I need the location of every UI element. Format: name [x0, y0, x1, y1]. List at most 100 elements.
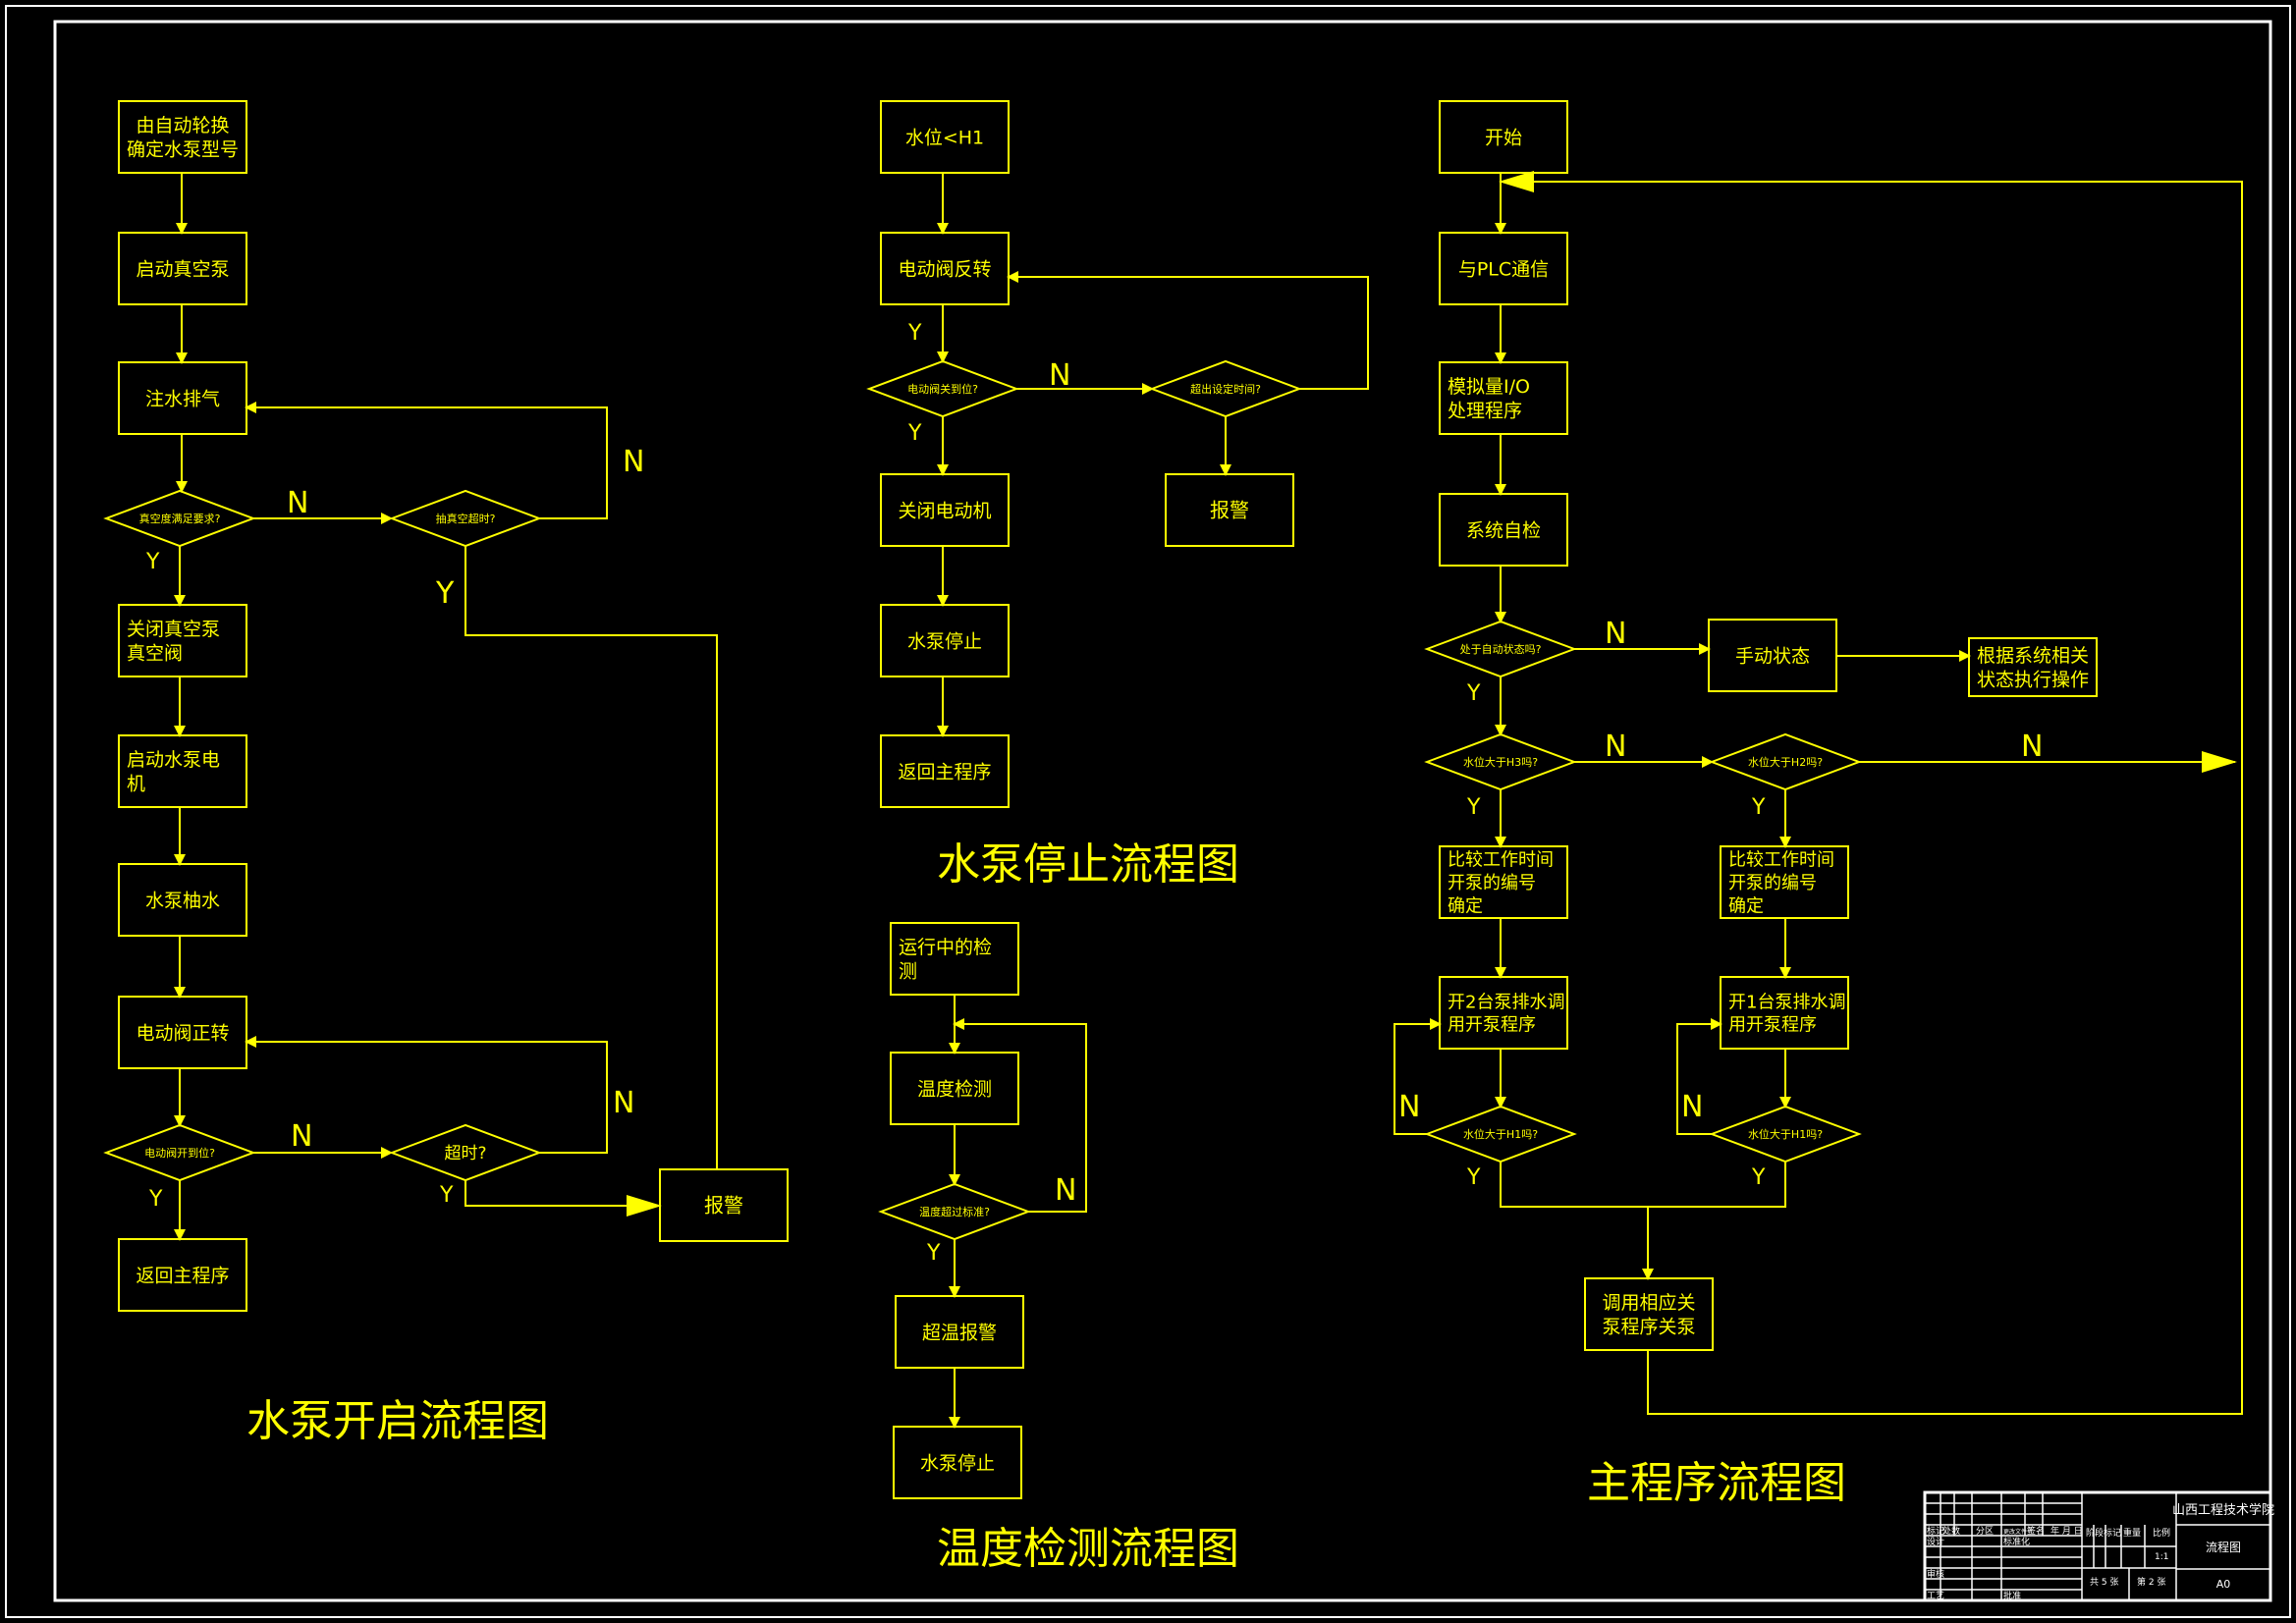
node-text: 系统自检 — [1466, 519, 1541, 541]
tb-school: 山西工程技术学院 — [2172, 1502, 2274, 1518]
branch-label: Y — [148, 1187, 163, 1212]
node-text: 比较工作时间开泵的编号确定 — [1728, 850, 1834, 917]
flow-connector — [1500, 1162, 1786, 1208]
node-text: 手动状态 — [1735, 645, 1810, 667]
mp-decision-h2: 水位大于H2吗? — [1709, 732, 1862, 791]
ps-decision-vacuum-timeout: 抽真空超时? — [389, 489, 542, 548]
node-text: 返回主程序 — [136, 1265, 229, 1286]
flow-connector — [1499, 171, 2243, 1415]
node-text: 启动水泵电机 — [127, 749, 220, 795]
branch-label: N — [1055, 1173, 1076, 1208]
tc-node-pump-stop: 水泵停止 — [893, 1426, 1022, 1499]
temp-check-title: 温度检测流程图 — [937, 1524, 1239, 1574]
node-text: 根据系统相关状态执行操作 — [1977, 645, 2089, 691]
tb-row1-5: 年 月 日 — [2050, 1525, 2083, 1537]
node-text: 返回主程序 — [898, 761, 991, 783]
inner-frame — [53, 20, 2272, 1602]
outer-frame — [5, 5, 2291, 1618]
pstop-node-return-main: 返回主程序 — [880, 734, 1010, 808]
ps-node-start-vacuum: 启动真空泵 — [118, 232, 247, 305]
node-text: 水位大于H1吗? — [1748, 1127, 1823, 1141]
node-text: 水泵柚水 — [145, 890, 220, 911]
node-text: 运行中的检测 — [899, 937, 992, 983]
tb-row1-1: 处数 — [1942, 1525, 1960, 1537]
tb-designer: 设计 — [1927, 1536, 1944, 1547]
node-text: 调用相应关泵程序关泵 — [1602, 1292, 1695, 1338]
tb-scale: 1:1 — [2155, 1552, 2168, 1562]
tc-decision-over-temp: 温度超过标准? — [878, 1182, 1031, 1241]
mp-node-compare-1: 比较工作时间开泵的编号确定 — [1439, 845, 1568, 919]
ps-node-start-motor: 启动水泵电机 — [118, 734, 247, 808]
shape-layer: 由自动轮换确定水泵型号启动真空泵注水排气真空度满足要求?抽真空超时?关闭真空泵真… — [103, 100, 2098, 1499]
node-text: 抽真空超时? — [436, 512, 496, 525]
node-text: 关闭电动机 — [898, 500, 991, 521]
branch-label: Y — [435, 576, 455, 611]
pstop-decision-valve-closed: 电动阀关到位? — [866, 359, 1019, 418]
branch-label: Y — [1466, 681, 1481, 706]
tb-ratio: 比例 — [2153, 1527, 2170, 1539]
branch-label: Y — [1466, 795, 1481, 820]
flow-connector — [1007, 271, 1369, 390]
flow-connector — [1676, 1018, 1722, 1135]
node-text: 开1台泵排水调用开泵程序 — [1728, 992, 1845, 1035]
mp-node-manual: 手动状态 — [1708, 619, 1837, 692]
flow-connector — [245, 402, 608, 519]
flow-connector — [953, 1018, 1087, 1213]
node-text: 与PLC通信 — [1458, 258, 1549, 280]
tb-drawing-name: 流程图 — [2206, 1540, 2241, 1554]
node-text: 比较工作时间开泵的编号确定 — [1448, 850, 1554, 917]
tc-node-over-temp-alarm: 超温报警 — [895, 1295, 1024, 1369]
ps-node-return-main: 返回主程序 — [118, 1238, 247, 1312]
ps-node-alarm: 报警 — [659, 1168, 789, 1242]
tb-standardization: 标准化 — [2003, 1536, 2030, 1547]
node-text: 电动阀正转 — [136, 1022, 229, 1044]
node-text: 水位<H1 — [905, 127, 984, 148]
node-text: 电动阀反转 — [898, 258, 991, 280]
branch-label: Y — [439, 1183, 454, 1208]
flow-connector — [1394, 1018, 1442, 1135]
pstop-node-alarm: 报警 — [1165, 473, 1294, 547]
title-block — [1923, 1490, 2272, 1602]
node-text: 启动真空泵 — [136, 258, 229, 280]
mp-decision-h3: 水位大于H3吗? — [1424, 732, 1577, 791]
branch-label: Y — [907, 421, 922, 446]
node-text: 真空度满足要求? — [139, 512, 221, 525]
mp-node-call-stop: 调用相应关泵程序关泵 — [1584, 1277, 1714, 1351]
tb-approve: 批准 — [2003, 1590, 2021, 1601]
tb-row1-2: 分区 — [1976, 1526, 1994, 1537]
tb-row1-4: 签名 — [2027, 1525, 2045, 1537]
ps-node-pumping: 水泵柚水 — [118, 863, 247, 937]
branch-label: N — [2021, 730, 2043, 764]
tc-node-running-check: 运行中的检测 — [890, 922, 1019, 996]
node-text: 注水排气 — [145, 388, 220, 409]
branch-label: Y — [1751, 795, 1766, 820]
node-text: 水位大于H2吗? — [1748, 755, 1823, 769]
tb-weight: 重量 — [2123, 1527, 2141, 1539]
mp-node-start: 开始 — [1439, 100, 1568, 174]
branch-label: Y — [1466, 1165, 1481, 1190]
title-block-text: 山西工程技术学院 流程图 A0 标记 处数 分区 更改文件号 签名 年 月 日 … — [1927, 1502, 2274, 1601]
node-text: 超时? — [444, 1144, 486, 1163]
mp-node-manual-op: 根据系统相关状态执行操作 — [1968, 637, 2098, 697]
tb-row1-3: 更改文件号 — [2003, 1528, 2033, 1536]
pstop-node-level-low: 水位<H1 — [880, 100, 1010, 174]
node-text: 温度检测 — [917, 1078, 992, 1100]
node-text: 报警 — [1210, 499, 1249, 522]
node-text: 由自动轮换确定水泵型号 — [127, 115, 239, 161]
node-text: 温度超过标准? — [919, 1205, 990, 1218]
branch-label: Y — [1751, 1165, 1766, 1190]
ps-node-fill-water: 注水排气 — [118, 361, 247, 435]
pstop-decision-time-exceeded: 超出设定时间? — [1149, 359, 1302, 418]
branch-label: N — [623, 445, 644, 479]
node-text: 开始 — [1485, 127, 1522, 148]
tb-checker: 审核 — [1927, 1568, 1944, 1580]
mp-node-open-two: 开2台泵排水调用开泵程序 — [1439, 976, 1568, 1050]
node-text: 电动阀开到位? — [144, 1146, 215, 1160]
node-text: 水泵停止 — [920, 1452, 995, 1474]
tb-craft: 工艺 — [1927, 1591, 1944, 1601]
ps-decision-vacuum-ok: 真空度满足要求? — [103, 489, 256, 548]
mp-decision-h1-left: 水位大于H1吗? — [1424, 1105, 1577, 1163]
mp-node-compare-2: 比较工作时间开泵的编号确定 — [1720, 845, 1849, 919]
